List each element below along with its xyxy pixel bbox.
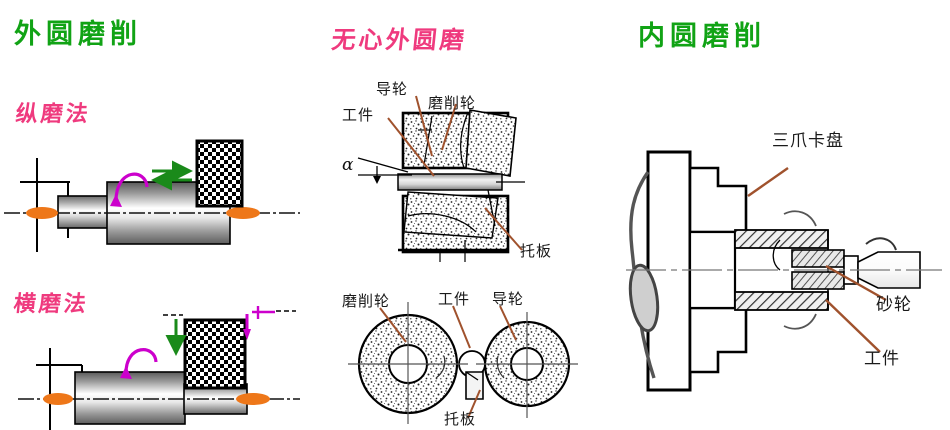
workpiece-body (734, 210, 829, 330)
section-title-internal: 内圆磨削 (638, 21, 766, 52)
section-title-external: 外圆磨削 (14, 19, 142, 50)
callout-grinding-wheel: 磨削轮 (428, 94, 477, 112)
callout-guide-wheel-end: 导轮 (492, 290, 525, 308)
centerless-figures (348, 95, 578, 424)
callout-workpiece-end: 工件 (438, 290, 471, 308)
three-jaw-chuck-body (646, 150, 748, 392)
internal-grinding-figure (626, 150, 942, 392)
callout-workpiece: 工件 (342, 106, 375, 124)
section-external-grinding: 外圆磨削 纵磨法 (0, 0, 320, 430)
centerless-side-view (357, 95, 525, 262)
callout-workpiece-internal: 工件 (864, 349, 900, 369)
drive-belt-silhouette (628, 171, 660, 379)
callout-support-plate: 托板 (520, 242, 553, 260)
fig-longitudinal (4, 139, 300, 252)
section-internal-grinding: 内圆磨削 (620, 0, 950, 430)
internal-grinding-wheel (791, 237, 921, 290)
wheel-rotation-arrow (243, 306, 296, 340)
section-centerless-grinding: 无心外圆磨 (320, 0, 620, 430)
callout-guide-wheel: 导轮 (376, 80, 409, 98)
callout-grinding-wheel-sha: 砂轮 (876, 295, 912, 315)
workpiece-rotation-arrow (114, 172, 149, 202)
fig-plunge (18, 306, 300, 430)
workpiece-rotation-arrow-2 (124, 348, 158, 374)
callout-support-plate-end: 托板 (444, 410, 477, 428)
centerless-end-view (348, 302, 578, 424)
angle-alpha-symbol: α (342, 155, 354, 175)
callout-grinding-wheel-end: 磨削轮 (342, 292, 391, 310)
longitudinal-grinding-figure (4, 139, 300, 430)
longitudinal-feed-double-arrow (151, 160, 193, 191)
callout-three-jaw-chuck: 三爪卡盘 (772, 131, 844, 151)
subsection-title-plunge: 横磨法 (12, 292, 91, 317)
plunge-feed-down-arrow (163, 314, 187, 356)
